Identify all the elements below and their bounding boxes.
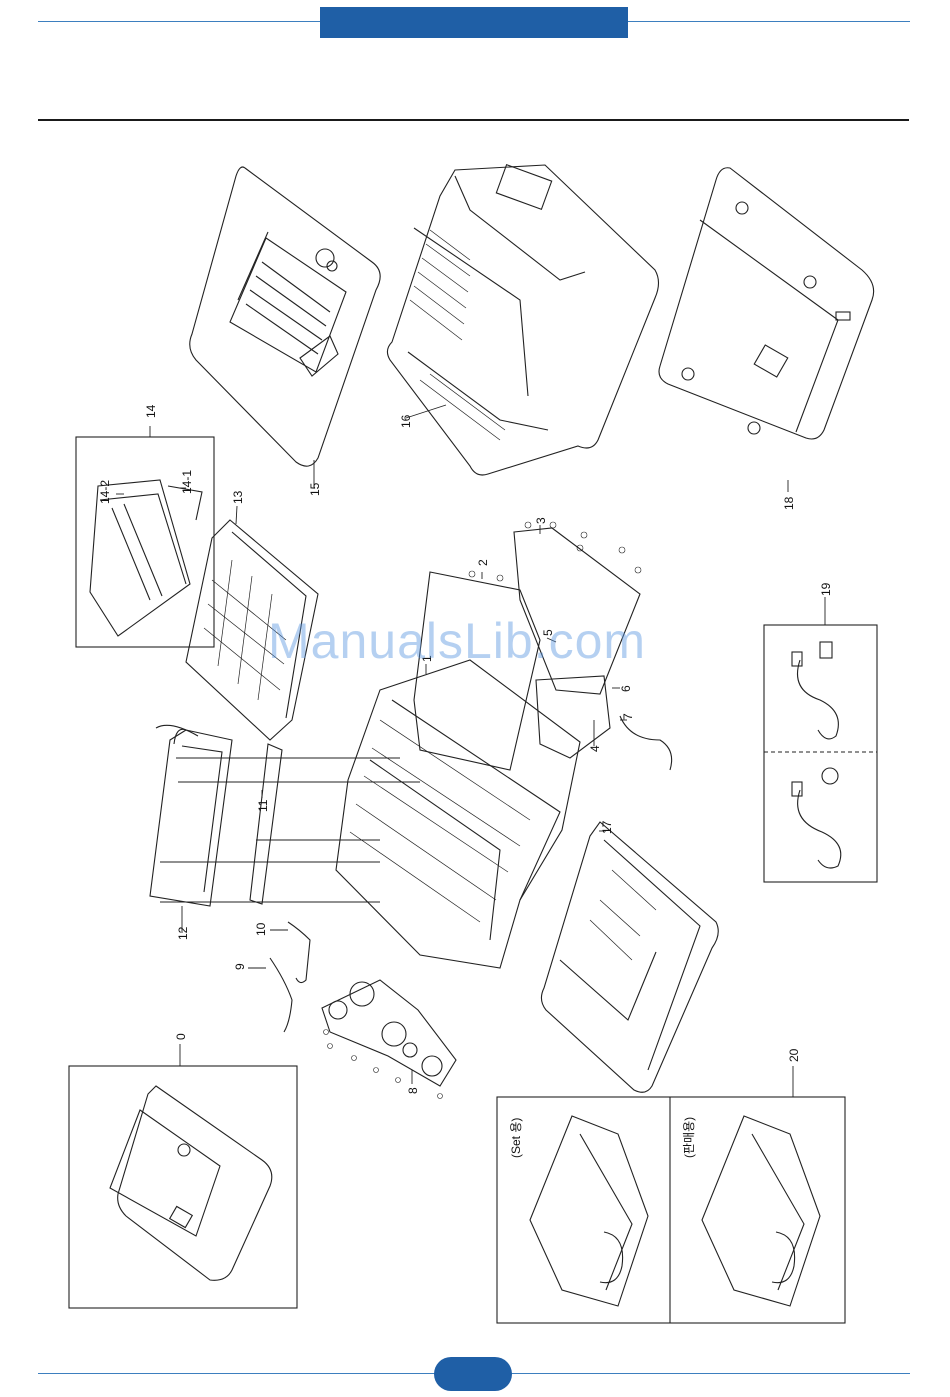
label-8: 8 [406, 1087, 420, 1094]
harness-9-part [270, 958, 292, 1032]
part-19-box [764, 625, 877, 882]
toner-cartridge-retail [702, 1116, 820, 1306]
label-20: 20 [787, 1048, 801, 1062]
page-number-pill [434, 1357, 512, 1391]
part-0-box [69, 1066, 297, 1308]
label-2: 2 [476, 559, 490, 566]
label-13: 13 [231, 490, 245, 504]
harness-7-part [620, 716, 672, 770]
label-10: 10 [254, 922, 268, 936]
leader-lines [116, 405, 825, 1097]
power-cord-type-a [792, 642, 838, 739]
label-17: 17 [600, 820, 614, 834]
main-frame-part [387, 165, 658, 475]
duplex-unit-part [186, 520, 318, 740]
label-14-1: 14-1 [180, 470, 194, 494]
printer-assembly-part [110, 1086, 272, 1280]
label-19: 19 [819, 582, 833, 596]
part-14-box [76, 437, 214, 647]
label-14: 14 [144, 404, 158, 418]
part-labels: 15 16 18 14 14-1 14-2 13 3 2 5 1 6 4 7 1… [98, 404, 833, 1158]
harness-10-part [288, 922, 310, 983]
label-18: 18 [782, 496, 796, 510]
label-12: 12 [176, 926, 190, 940]
power-cord-type-b [792, 768, 841, 868]
drive-gear-part [322, 980, 456, 1086]
label-1: 1 [420, 655, 434, 662]
rear-cover-part [659, 168, 874, 439]
label-5: 5 [541, 629, 555, 636]
label-11: 11 [256, 799, 270, 812]
label-16: 16 [399, 414, 413, 428]
label-4: 4 [588, 745, 602, 752]
front-cover-part [190, 167, 380, 466]
toner-cartridge-set [530, 1116, 648, 1306]
laser-unit-part [150, 725, 232, 906]
label-15: 15 [308, 482, 322, 496]
cassette-tray-part [541, 822, 718, 1092]
label-9: 9 [233, 963, 247, 970]
label-3: 3 [534, 517, 548, 524]
label-cartridge-retail: (판매용) [682, 1117, 696, 1158]
label-14-2: 14-2 [98, 480, 112, 504]
label-0: 0 [174, 1033, 188, 1040]
transfer-roller-part [250, 744, 282, 904]
label-6: 6 [619, 685, 633, 692]
label-7: 7 [621, 713, 635, 720]
label-cartridge-set: (Set 용) [509, 1118, 523, 1158]
part-20-box [497, 1097, 845, 1323]
